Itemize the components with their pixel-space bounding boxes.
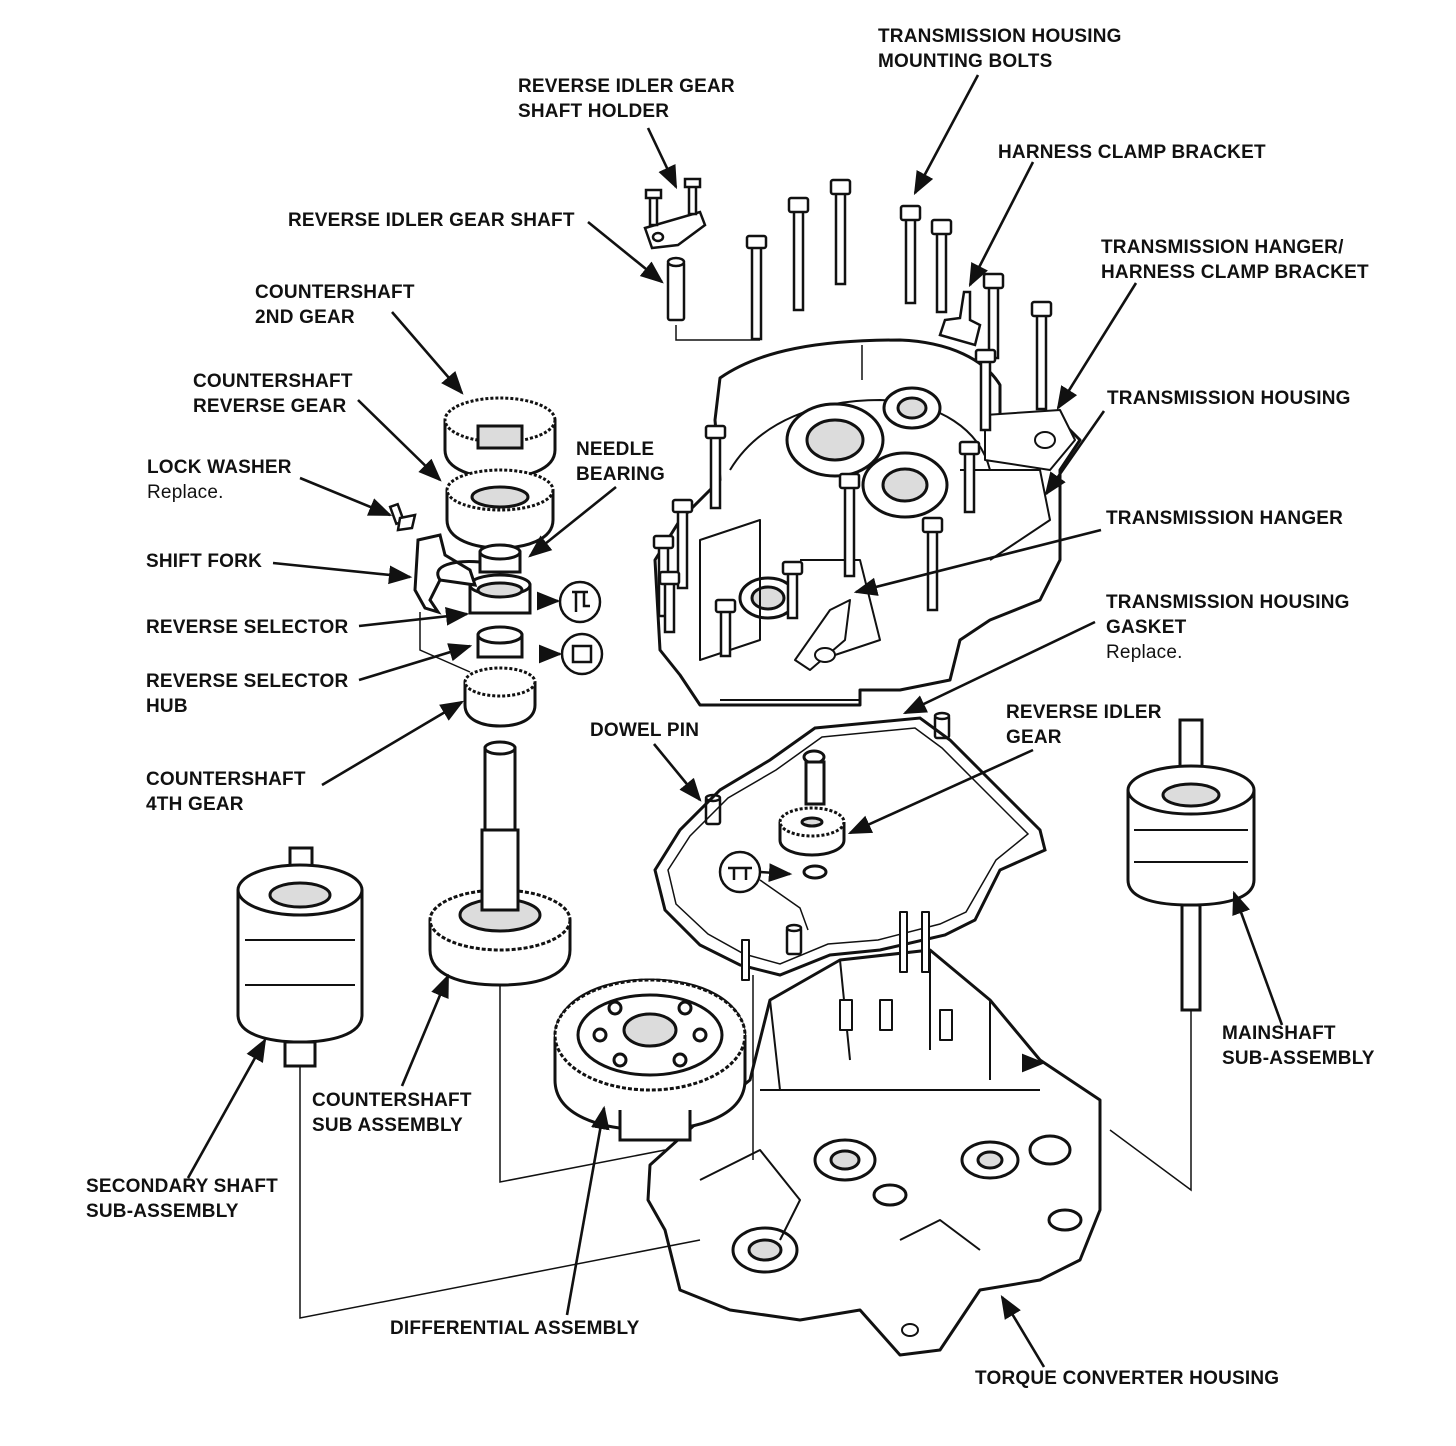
label-countershaft-4th-gear: COUNTERSHAFT 4TH GEAR (146, 769, 306, 815)
harness-clamp-bracket-part (938, 290, 982, 347)
label-gasket-note: Replace. (1106, 642, 1183, 663)
label-countershaft-sub-assembly: COUNTERSHAFT SUB ASSEMBLY (312, 1090, 472, 1136)
reverse-idler-gear-shaft-part (666, 256, 686, 322)
label-transmission-housing: TRANSMISSION HOUSING (1107, 388, 1351, 409)
secondary-shaft-sub-assembly-part (236, 846, 364, 1068)
label-reverse-selector-hub: REVERSE SELECTOR HUB (146, 671, 349, 717)
assembly-lines (299, 345, 1192, 1319)
differential-assembly-part (553, 978, 747, 1142)
mainshaft-sub-assembly-part (1126, 718, 1256, 1012)
label-transmission-hanger: TRANSMISSION HANGER (1106, 508, 1344, 529)
label-lock-washer: LOCK WASHER Replace. (147, 457, 292, 503)
label-reverse-idler-gear: REVERSE IDLER GEAR (1006, 702, 1162, 748)
transmission-housing-part (653, 338, 1082, 707)
label-transmission-hanger-harness-clamp-bracket: TRANSMISSION HANGER/ HARNESS CLAMP BRACK… (1101, 237, 1369, 283)
label-countershaft-2nd-gear: COUNTERSHAFT 2ND GEAR (255, 282, 415, 328)
shift-fork-part (413, 533, 481, 615)
callout-arrows (186, 74, 1284, 1368)
label-countershaft-reverse-gear: COUNTERSHAFT REVERSE GEAR (193, 371, 353, 417)
label-lock-washer-note: Replace. (147, 482, 224, 503)
clip-symbols (558, 580, 762, 894)
reverse-idler-gear-part (778, 749, 846, 880)
label-needle-bearing: NEEDLE BEARING (576, 439, 666, 485)
transmission-housing-gasket-part (653, 716, 1047, 977)
countershaft-sub-assembly-part (428, 740, 572, 987)
label-reverse-selector: REVERSE SELECTOR (146, 617, 349, 638)
label-harness-clamp-bracket: HARNESS CLAMP BRACKET (998, 142, 1266, 163)
label-mainshaft-sub-assembly: MAINSHAFT SUB-ASSEMBLY (1222, 1023, 1375, 1069)
torque-converter-housing-part (646, 911, 1102, 1357)
label-transmission-housing-gasket: TRANSMISSION HOUSING GASKET Replace. (1106, 592, 1350, 663)
reverse-idler-shaft-holder-part (643, 177, 707, 250)
countershaft-gear-stack (443, 396, 557, 728)
label-shift-fork: SHIFT FORK (146, 551, 262, 572)
housing-mounting-bolts (652, 178, 1053, 658)
label-differential-assembly: DIFFERENTIAL ASSEMBLY (390, 1318, 640, 1339)
label-dowel-pin: DOWEL PIN (590, 720, 700, 741)
label-secondary-shaft-sub-assembly: SECONDARY SHAFT SUB-ASSEMBLY (86, 1176, 278, 1222)
label-transmission-housing-mounting-bolts: TRANSMISSION HOUSING MOUNTING BOLTS (878, 26, 1122, 72)
label-reverse-idler-gear-shaft: REVERSE IDLER GEAR SHAFT (288, 210, 575, 231)
lock-washer-part (388, 502, 417, 532)
label-reverse-idler-gear-shaft-holder: REVERSE IDLER GEAR SHAFT HOLDER (518, 76, 735, 122)
label-torque-converter-housing: TORQUE CONVERTER HOUSING (975, 1368, 1280, 1389)
